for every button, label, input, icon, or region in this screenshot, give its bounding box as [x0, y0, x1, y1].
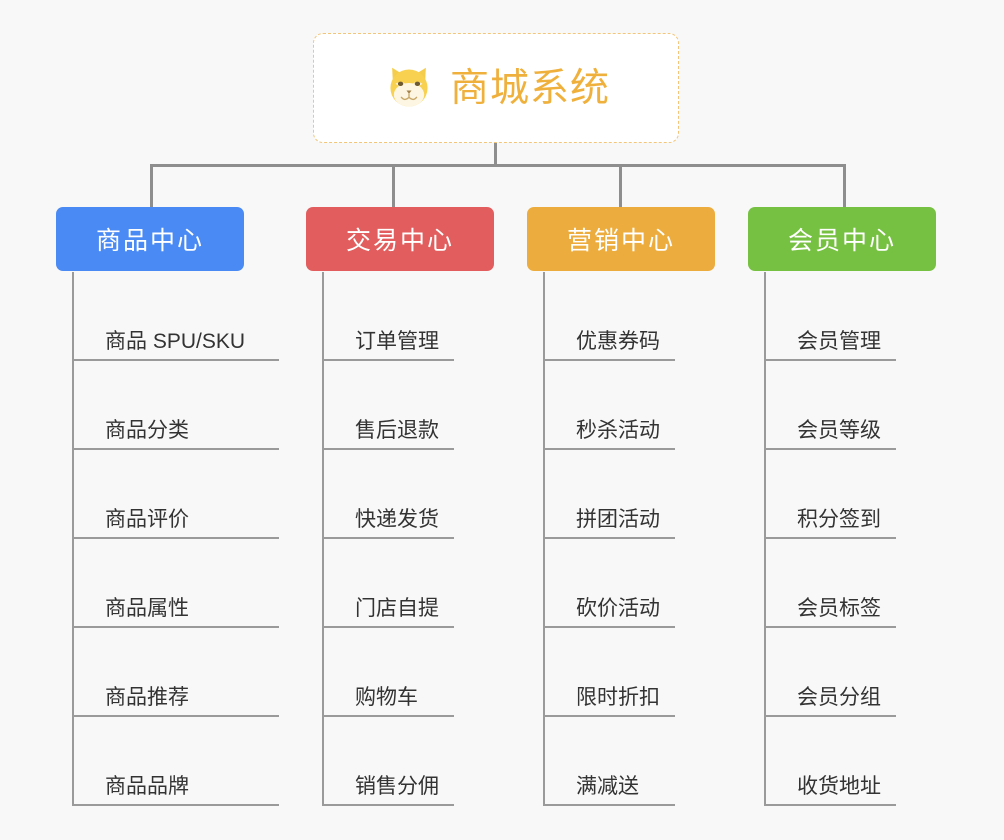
leaf-item[interactable]: 会员标签: [764, 539, 896, 628]
leaf-label: 商品 SPU/SKU: [105, 330, 246, 353]
leaf-label: 销售分佣: [355, 775, 439, 798]
root-node[interactable]: 商城系统: [313, 33, 679, 143]
branch-2: 订单管理售后退款快递发货门店自提购物车销售分佣: [322, 272, 454, 806]
leaf-label: 快递发货: [355, 508, 439, 531]
category-box-3[interactable]: 营销中心: [527, 207, 715, 271]
branch-trunk: [764, 272, 766, 806]
leaf-item[interactable]: 快递发货: [322, 450, 454, 539]
leaf-item[interactable]: 购物车: [322, 628, 454, 717]
leaf-label: 优惠券码: [576, 330, 660, 353]
leaf-item[interactable]: 会员分组: [764, 628, 896, 717]
leaf-label: 会员管理: [797, 330, 881, 353]
leaf-item[interactable]: 商品属性: [72, 539, 279, 628]
leaf-label: 购物车: [355, 686, 418, 709]
leaf-label: 商品评价: [105, 508, 189, 531]
connector-drop-2: [392, 164, 395, 208]
category-label: 商品中心: [95, 227, 204, 255]
leaf-label: 商品品牌: [105, 775, 189, 798]
leaf-item[interactable]: 商品品牌: [72, 717, 279, 806]
connector-drop-3: [619, 164, 622, 208]
branch-trunk: [72, 272, 74, 806]
leaf-item[interactable]: 优惠券码: [543, 272, 675, 361]
connector-drop-1: [150, 164, 153, 208]
leaf-item[interactable]: 会员管理: [764, 272, 896, 361]
branch-3: 优惠券码秒杀活动拼团活动砍价活动限时折扣满减送: [543, 272, 675, 806]
leaf-item[interactable]: 订单管理: [322, 272, 454, 361]
leaf-label: 会员标签: [797, 597, 881, 620]
leaf-item[interactable]: 门店自提: [322, 539, 454, 628]
leaf-label: 限时折扣: [576, 686, 660, 709]
leaf-label: 门店自提: [355, 597, 439, 620]
leaf-label: 商品分类: [105, 419, 189, 442]
leaf-label: 会员等级: [797, 419, 881, 442]
category-label: 会员中心: [787, 227, 896, 255]
leaf-item[interactable]: 销售分佣: [322, 717, 454, 806]
category-label: 营销中心: [566, 227, 675, 255]
leaf-label: 会员分组: [797, 686, 881, 709]
leaf-item[interactable]: 拼团活动: [543, 450, 675, 539]
leaf-label: 商品属性: [105, 597, 189, 620]
leaf-label: 积分签到: [797, 508, 881, 531]
leaf-item[interactable]: 商品推荐: [72, 628, 279, 717]
branch-trunk: [543, 272, 545, 806]
leaf-label: 拼团活动: [576, 508, 660, 531]
leaf-label: 售后退款: [355, 419, 439, 442]
leaf-item[interactable]: 售后退款: [322, 361, 454, 450]
root-title: 商城系统: [449, 66, 610, 110]
leaf-item[interactable]: 收货地址: [764, 717, 896, 806]
leaf-item[interactable]: 商品 SPU/SKU: [72, 272, 279, 361]
leaf-item[interactable]: 秒杀活动: [543, 361, 675, 450]
leaf-label: 商品推荐: [105, 686, 189, 709]
leaf-item[interactable]: 商品评价: [72, 450, 279, 539]
category-label: 交易中心: [345, 227, 454, 255]
leaf-item[interactable]: 积分签到: [764, 450, 896, 539]
branch-4: 会员管理会员等级积分签到会员标签会员分组收货地址: [764, 272, 896, 806]
leaf-item[interactable]: 砍价活动: [543, 539, 675, 628]
leaf-item[interactable]: 限时折扣: [543, 628, 675, 717]
category-box-2[interactable]: 交易中心: [306, 207, 494, 271]
leaf-item[interactable]: 会员等级: [764, 361, 896, 450]
branch-1: 商品 SPU/SKU 商品分类商品评价商品属性商品推荐商品品牌: [72, 272, 279, 806]
leaf-label: 订单管理: [355, 330, 439, 353]
leaf-label: 秒杀活动: [576, 419, 660, 442]
connector-horizontal-spine: [150, 164, 846, 167]
leaf-label: 收货地址: [797, 775, 881, 798]
branch-trunk: [322, 272, 324, 806]
connector-root-stem: [494, 143, 497, 167]
leaf-item[interactable]: 满减送: [543, 717, 675, 806]
connector-drop-4: [843, 164, 846, 208]
shiba-dog-face-icon: [390, 67, 428, 107]
leaf-label: 砍价活动: [576, 597, 660, 620]
leaf-item[interactable]: 商品分类: [72, 361, 279, 450]
category-box-4[interactable]: 会员中心: [748, 207, 936, 271]
leaf-label: 满减送: [576, 775, 639, 798]
category-box-1[interactable]: 商品中心: [56, 207, 244, 271]
